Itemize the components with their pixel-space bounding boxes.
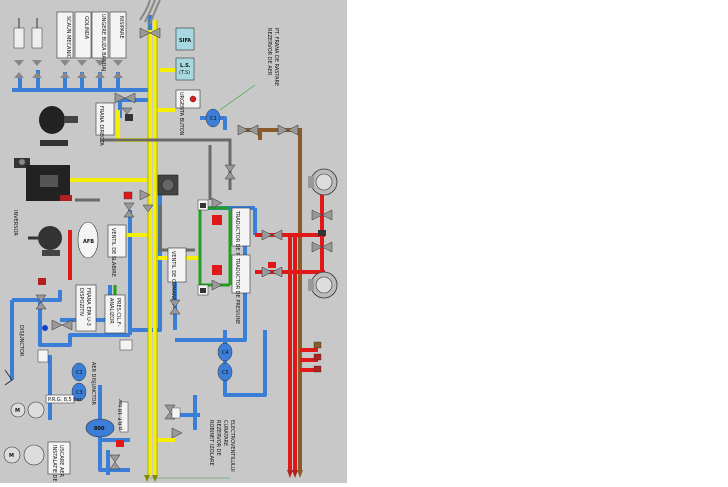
reservoir-valve[interactable] bbox=[224, 124, 299, 180]
label-analizor-sub: PRES.CIL.F- bbox=[115, 298, 121, 327]
frana-directa-box bbox=[95, 102, 115, 136]
label-c1: C1 bbox=[210, 116, 217, 122]
reservoir-c5 bbox=[217, 362, 233, 382]
label-afb: AFB bbox=[83, 239, 94, 245]
label-frana-directa: FRANA DIRECTA bbox=[98, 106, 104, 146]
direct-brake-handle-icon[interactable] bbox=[39, 106, 78, 146]
sifa-box[interactable] bbox=[175, 27, 195, 51]
label-dispozitiv-2: FRANA EPA U-3 bbox=[85, 288, 91, 326]
disjunctor-valve[interactable] bbox=[37, 349, 49, 363]
top-valve[interactable] bbox=[139, 27, 151, 39]
analizor-box bbox=[104, 294, 126, 334]
label-inversor: INVERSOR bbox=[12, 210, 18, 236]
pressure-regulator-box bbox=[45, 394, 75, 404]
annotation-line bbox=[219, 84, 256, 111]
label-ungere-buza-bandaj: UNGERE BUZA BANDAJ bbox=[100, 14, 106, 71]
afb-unit[interactable] bbox=[77, 221, 99, 259]
label-800: 800 bbox=[94, 426, 105, 432]
traductor-presiune-1-box bbox=[231, 207, 251, 247]
yellow-outline bbox=[147, 20, 158, 475]
label-urgenta-buton: URGENTA BUTON bbox=[178, 92, 184, 136]
top-valve-handles[interactable] bbox=[13, 18, 123, 78]
label-dispozitiv-1: DISPOZITIV bbox=[78, 288, 84, 317]
label-robinet-4: ELECTROVENTILULUI bbox=[229, 420, 235, 472]
bottom-valves[interactable] bbox=[109, 189, 183, 470]
label-scaun-mecanic: SCAUN MECANIC bbox=[65, 16, 71, 59]
function-boxes bbox=[56, 11, 127, 59]
label-instalatie-1: INSTALATIE DE bbox=[51, 445, 57, 482]
green-control-block[interactable] bbox=[197, 197, 223, 296]
reservoir-small bbox=[205, 108, 221, 128]
label-c5: C5 bbox=[222, 370, 229, 376]
red-brake-pipes bbox=[68, 195, 325, 470]
label-traductor-presiune-2: TRADUCTOR DE PRESIUNE bbox=[234, 257, 240, 324]
inversor-handle-icon[interactable] bbox=[28, 226, 62, 256]
label-c2: C2 bbox=[76, 370, 83, 376]
direct-brake-valve[interactable] bbox=[114, 92, 136, 121]
label-sifa: SIFA bbox=[179, 38, 191, 44]
brake-valves-right[interactable] bbox=[261, 209, 333, 278]
inversor-valve[interactable] bbox=[35, 278, 73, 331]
reservoir-c4 bbox=[217, 342, 233, 362]
label-ventil-de-comanda: VENTIL DE COMANDA bbox=[170, 251, 176, 305]
label-motor-aux: M bbox=[15, 408, 20, 414]
traductor-presiune-2-box bbox=[231, 254, 251, 294]
reservoir-c2 bbox=[71, 362, 87, 382]
emergency-button-icon[interactable] bbox=[189, 95, 197, 103]
aux-motor-icon[interactable] bbox=[10, 401, 45, 419]
reservoir-c3 bbox=[71, 382, 87, 402]
label-golinda: GOLINDA bbox=[83, 16, 89, 40]
brake-cylinder-top-icon bbox=[308, 168, 338, 196]
schematic-panel: SCAUN MECANIC GOLINDA UNGERE BUZA BANDAJ… bbox=[0, 0, 347, 483]
comanda-valve[interactable] bbox=[169, 299, 181, 315]
label-ventil-de-slabire: VENTIL DE SLABIRE bbox=[110, 228, 116, 277]
label-ls-sub: (T.S) bbox=[179, 70, 190, 76]
label-rezervor-aer: REZERVOR DE AER bbox=[266, 28, 272, 76]
brake-cylinder-bottom-icon bbox=[308, 271, 338, 299]
urgenta-buton-box[interactable] bbox=[175, 89, 201, 109]
gray-pipes bbox=[75, 138, 232, 252]
ventil-de-slabire-box bbox=[107, 224, 127, 258]
schematic-canvas: SCAUN MECANIC GOLINDA UNGERE BUZA BANDAJ… bbox=[3, 0, 338, 482]
hose-couplings[interactable] bbox=[313, 341, 322, 373]
control-panel-icon[interactable] bbox=[14, 158, 72, 201]
label-ls: L.S. bbox=[180, 63, 191, 69]
label-pres-regulator: P.R.G. 8,5 bar bbox=[48, 397, 83, 403]
filter-box[interactable] bbox=[119, 339, 133, 351]
label-nisipare: NISIPARE bbox=[118, 16, 124, 39]
label-disjunctor: DISJUNCTOR bbox=[18, 325, 24, 357]
slabire-valve[interactable] bbox=[123, 191, 135, 218]
label-pres-10: p.R.F. 10 bar bbox=[118, 398, 124, 430]
main-motor-icon[interactable] bbox=[3, 444, 45, 466]
label-traductor-presiune-1: TRADUCTOR DE PRESIUNE bbox=[234, 210, 240, 277]
label-aer-disjunctor: AER DISJUNCTOR bbox=[90, 362, 96, 405]
brown-pipes bbox=[245, 128, 302, 470]
label-motor-main: M bbox=[9, 453, 14, 459]
label-robinet-2: REZERVOR DE bbox=[215, 420, 221, 456]
label-analizor: ANALIZOR bbox=[108, 298, 114, 324]
label-instalatie-2: USCARE AER bbox=[58, 445, 64, 478]
exhaust-icon bbox=[4, 369, 13, 386]
ls-box[interactable] bbox=[175, 57, 195, 81]
label-c4: C4 bbox=[222, 350, 229, 356]
instalatie-uscare-box bbox=[47, 441, 71, 475]
pipe-ends bbox=[144, 470, 303, 482]
main-reservoir-800 bbox=[85, 418, 115, 438]
top-pipe-bundle bbox=[139, 0, 161, 25]
label-c3: C3 bbox=[76, 390, 83, 396]
label-pt-frana: PT. FRANA DE RASTARE bbox=[273, 28, 279, 86]
dispozitiv-box bbox=[75, 284, 97, 332]
pres-10-box bbox=[119, 401, 129, 433]
label-robinet-3: CURATARE bbox=[222, 420, 228, 446]
ventil-de-comanda-box bbox=[167, 247, 187, 283]
label-robinet-1: ROBINET IZOLARE bbox=[208, 420, 214, 466]
